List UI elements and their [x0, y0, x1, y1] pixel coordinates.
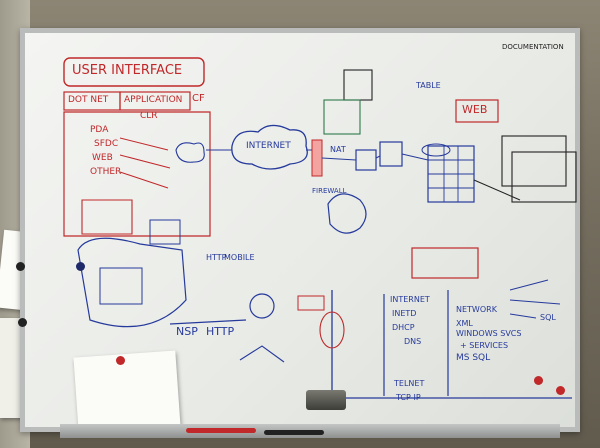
label-firewall: FIREWALL [312, 187, 347, 195]
label-ms-sql: MS SQL [456, 353, 491, 363]
label-table: TABLE [416, 81, 441, 90]
label-windows-svcs: WINDOWS SVCS [456, 329, 522, 338]
label-clr: CLR [140, 111, 158, 121]
pinned-diagram-paper [73, 350, 181, 434]
label-tcpip: TCP-IP [396, 393, 421, 402]
label-cf: CF [192, 93, 205, 104]
label-web: WEB [92, 153, 113, 163]
marker-black [264, 430, 324, 435]
eraser [306, 390, 346, 410]
label-inetd: INETD [392, 309, 417, 318]
magnet-black-lower [18, 318, 27, 327]
label-internet: INTERNET [246, 141, 291, 151]
label-dot-net: DOT NET [68, 95, 109, 105]
label-sfdc: SFDC [94, 139, 119, 149]
label-intranet: INTERNET [390, 295, 430, 304]
label-documentation: DOCUMENTATION [502, 43, 564, 51]
label-application: APPLICATION [124, 95, 183, 105]
label-web-box: WEB [462, 103, 488, 116]
label-xml: XML [456, 319, 473, 328]
label-http-bracket: HTTP [206, 325, 235, 338]
label-other: OTHER [90, 167, 122, 177]
marker-red [186, 428, 256, 433]
label-dhcp: DHCP [392, 323, 415, 332]
label-pda: PDA [90, 125, 109, 135]
label-dns: DNS [404, 337, 422, 346]
label-http: HTTP [206, 253, 227, 262]
label-network: NETWORK [456, 305, 497, 314]
magnet-red [116, 356, 125, 365]
magnet-red-right-lower [556, 386, 565, 395]
label-nsp: NSP [176, 325, 198, 338]
label-services: + SERVICES [460, 341, 509, 350]
magnet-blue [76, 262, 85, 271]
label-user-interface: USER INTERFACE [72, 63, 183, 78]
label-telnet: TELNET [394, 379, 425, 388]
label-mobile: MOBILE [224, 253, 255, 262]
label-sql: SQL [540, 313, 556, 322]
magnet-black [16, 262, 25, 271]
label-nat: NAT [330, 145, 346, 154]
magnet-red-right [534, 376, 543, 385]
